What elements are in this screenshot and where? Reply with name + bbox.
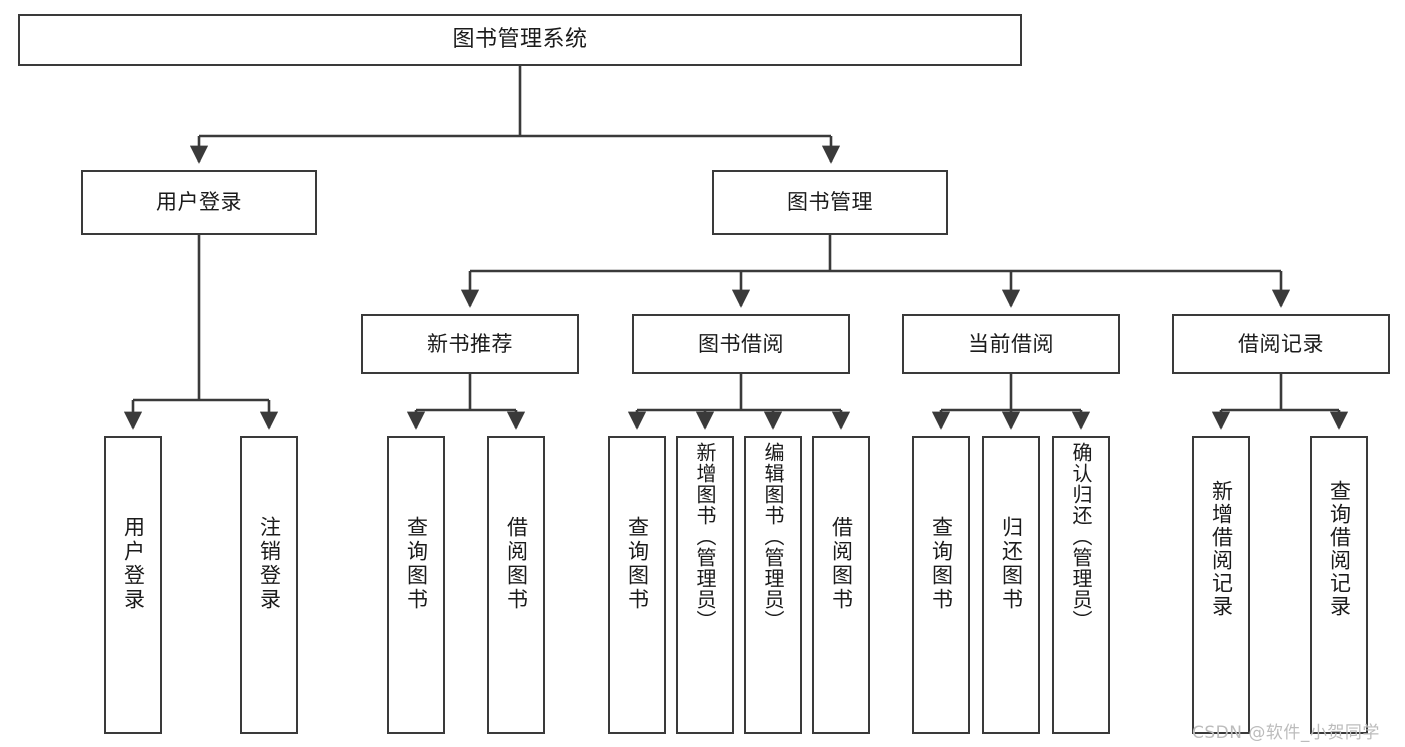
newbook-to-leaves-connectors [406, 374, 526, 430]
leaf-node[interactable]: 新增图书（管理员） [676, 436, 734, 734]
watermark-text: CSDN @软件_小贺同学 [1192, 723, 1380, 743]
leaf-node[interactable]: 查询图书 [608, 436, 666, 734]
node-label: 归还图书 [999, 516, 1024, 612]
node-label: 查询图书 [625, 516, 650, 612]
node-label: 新书推荐 [427, 331, 513, 356]
borrow-to-leaves-connectors [627, 374, 851, 430]
node-new-book-recommend[interactable]: 新书推荐 [361, 314, 579, 374]
leaf-node[interactable]: 查询借阅记录 [1310, 436, 1368, 734]
node-label: 图书管理 [787, 190, 873, 215]
node-label: 新增借阅记录 [1209, 480, 1234, 618]
login-to-leaves-connectors [123, 235, 279, 430]
leaf-node[interactable]: 新增借阅记录 [1192, 436, 1250, 734]
leaf-node[interactable]: 借阅图书 [487, 436, 545, 734]
node-book-management[interactable]: 图书管理 [712, 170, 948, 235]
node-label: 编辑图书（管理员） [761, 442, 785, 631]
leaf-node[interactable]: 查询图书 [912, 436, 970, 734]
node-label: 用户登录 [156, 190, 242, 215]
node-label: 图书管理系统 [452, 27, 588, 53]
node-book-borrow[interactable]: 图书借阅 [632, 314, 850, 374]
leaf-node[interactable]: 查询图书 [387, 436, 445, 734]
node-label: 注销登录 [257, 516, 282, 612]
leaf-node[interactable]: 注销登录 [240, 436, 298, 734]
node-label: 图书借阅 [698, 331, 784, 356]
node-label: 用户登录 [121, 516, 146, 612]
leaf-node[interactable]: 确认归还（管理员） [1052, 436, 1110, 734]
node-current-borrow[interactable]: 当前借阅 [902, 314, 1120, 374]
current-to-leaves-connectors [931, 374, 1091, 430]
node-label: 借阅记录 [1238, 331, 1324, 356]
csdn-watermark: CSDN @软件_小贺同学 [1192, 718, 1380, 743]
node-label: 借阅图书 [829, 516, 854, 612]
node-label: 借阅图书 [504, 516, 529, 612]
leaf-node[interactable]: 编辑图书（管理员） [744, 436, 802, 734]
root-to-level2-connectors [189, 66, 841, 164]
leaf-node[interactable]: 借阅图书 [812, 436, 870, 734]
node-label: 查询图书 [929, 516, 954, 612]
node-label: 查询图书 [404, 516, 429, 612]
books-to-level3-connectors [460, 235, 1291, 308]
node-user-login[interactable]: 用户登录 [81, 170, 317, 235]
node-label: 确认归还（管理员） [1069, 442, 1093, 631]
node-label: 新增图书（管理员） [693, 442, 717, 631]
node-borrow-records[interactable]: 借阅记录 [1172, 314, 1390, 374]
node-root-system[interactable]: 图书管理系统 [18, 14, 1022, 66]
node-label: 当前借阅 [968, 331, 1054, 356]
leaf-node[interactable]: 用户登录 [104, 436, 162, 734]
node-label: 查询借阅记录 [1327, 480, 1352, 618]
leaf-node[interactable]: 归还图书 [982, 436, 1040, 734]
records-to-leaves-connectors [1211, 374, 1349, 430]
